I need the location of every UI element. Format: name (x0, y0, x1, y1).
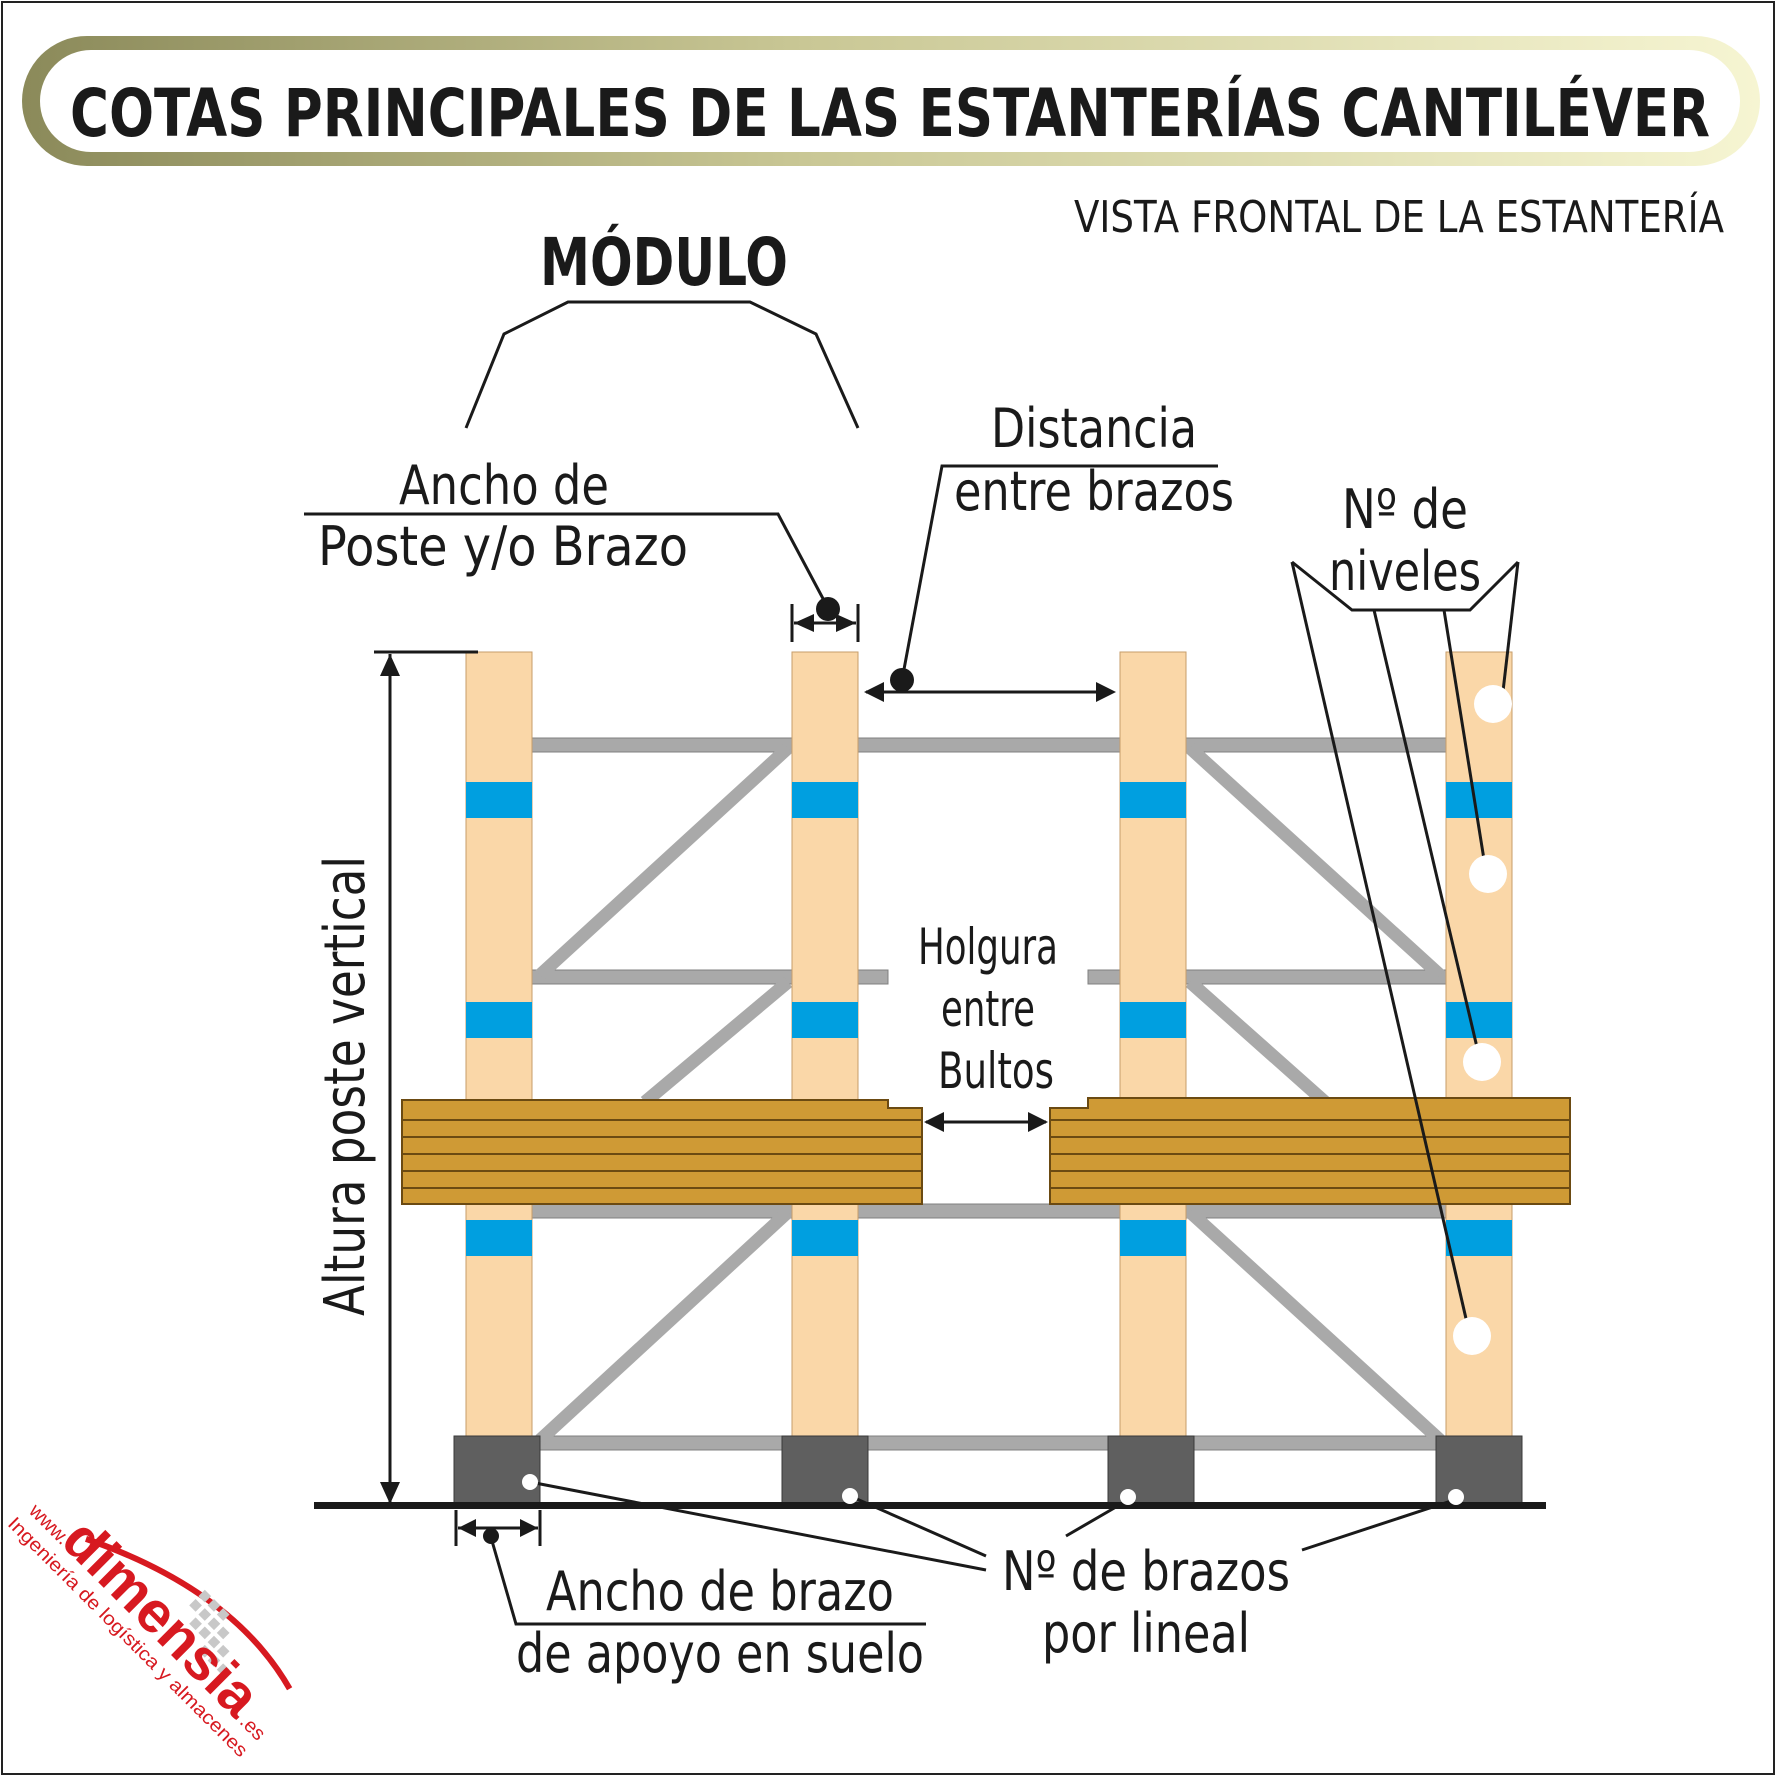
base-1 (453, 1435, 541, 1507)
title: COTAS PRINCIPALES DE LAS ESTANTERÍAS CAN… (70, 74, 1710, 152)
dimensia-logo: www. dimensia .es Ingeniería de logístic… (3, 1499, 293, 1762)
rack-structure (314, 651, 1571, 1509)
logo-swoosh (85, 1536, 293, 1691)
holgura-label-line3: Bultos (938, 1042, 1054, 1100)
niveles-label-line1: Nº de (1342, 478, 1468, 541)
arm-bands (466, 782, 1512, 1256)
ancho-brazo-label-line1: Ancho de brazo (546, 1560, 894, 1623)
brazos-label-line2: por lineal (1042, 1602, 1250, 1665)
brazos-label-line1: Nº de brazos (1002, 1540, 1290, 1603)
load-right (1049, 1097, 1571, 1205)
ancho-poste-label-line2: Poste y/o Brazo (318, 515, 688, 578)
load-left (401, 1099, 923, 1205)
holgura-label-line1: Holgura (918, 918, 1058, 976)
modulo-label: MÓDULO (540, 224, 788, 301)
niveles-label-line2: niveles (1329, 540, 1481, 603)
subtitle: VISTA FRONTAL DE LA ESTANTERÍA (1074, 190, 1724, 243)
column-1 (465, 651, 533, 1439)
logo-brand: dimensia (50, 1506, 273, 1729)
bases (453, 1435, 1523, 1507)
leader-dots (483, 597, 1512, 1544)
column-2 (791, 651, 859, 1439)
column-3 (1119, 651, 1187, 1439)
title-frame-inner (40, 50, 1740, 152)
annotations (304, 300, 1520, 1626)
diagonal-bracing (535, 743, 1445, 1445)
ancho-poste-label-line1: Ancho de (399, 454, 609, 517)
altura-label: Altura poste vertical (313, 856, 378, 1316)
distancia-label-line1: Distancia (991, 397, 1197, 460)
floor-line (314, 1502, 1546, 1509)
ancho-brazo-label-line2: de apoyo en suelo (516, 1622, 924, 1685)
holgura-label-line2: entre (941, 980, 1035, 1038)
distancia-label-line2: entre brazos (954, 460, 1234, 523)
arrowheads (380, 614, 1116, 1537)
modulo-bracket (464, 300, 860, 429)
